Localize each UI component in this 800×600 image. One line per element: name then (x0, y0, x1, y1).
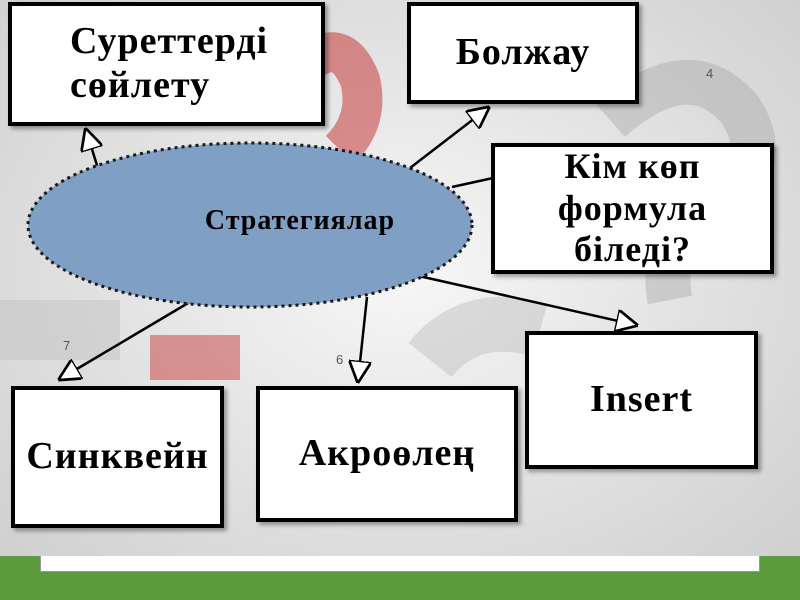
connector-to-kim (451, 176, 494, 189)
center-label: Стратегиялар (204, 205, 396, 236)
box-label: Акроөлең (298, 432, 476, 475)
box-text: Кім көп формула біледі? (557, 146, 708, 270)
center-oval (26, 141, 474, 309)
slide-number-4: 4 (706, 66, 714, 81)
arrow-to-bolzhau (409, 108, 488, 169)
arrow-to-akro (358, 296, 367, 381)
box-kim-kop-formula: Кім көп формула біледі? (491, 143, 774, 274)
slide-number-6: 6 (336, 352, 344, 367)
box-bolzhau: Болжау (407, 2, 639, 104)
box-sinkveyn: Синквейн (11, 386, 224, 528)
box-line: формула (557, 187, 708, 228)
box-insert: Insert (525, 331, 758, 469)
box-line: сөйлету (70, 64, 211, 106)
box-akroolen: Акроөлең (256, 386, 518, 522)
box-text: Суреттерді сөйлету (70, 20, 268, 107)
decor-red-block (150, 335, 240, 380)
decor-question-mark-grey-2 (408, 296, 548, 379)
box-label: Insert (589, 378, 694, 421)
arrow-to-sinkveyn (60, 291, 206, 379)
box-line: Суреттерді (70, 20, 269, 63)
box-line: Кім көп (564, 146, 701, 187)
box-label: Синквейн (26, 435, 209, 478)
slide-number-7: 7 (63, 338, 71, 353)
box-label: Болжау (455, 31, 591, 74)
box-line: біледі? (574, 229, 691, 270)
footer-strip (40, 556, 760, 572)
arrow-to-insert (409, 272, 636, 325)
box-suretterdi-soyletu: Суреттерді сөйлету (8, 2, 325, 126)
decor-grey-block (0, 300, 120, 360)
